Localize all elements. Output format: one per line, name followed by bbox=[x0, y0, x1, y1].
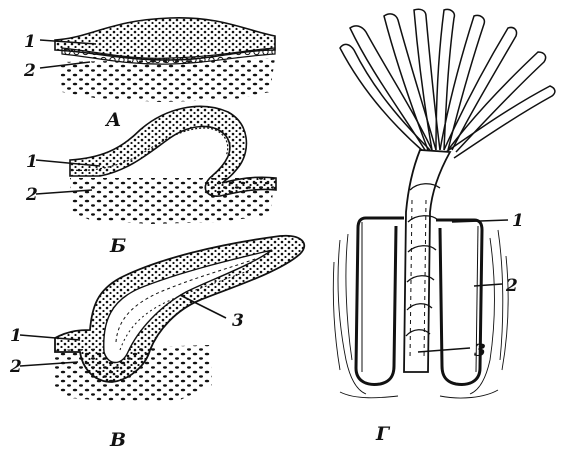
stage-g-label-1: 1 bbox=[512, 211, 524, 231]
stage-a-drawing bbox=[40, 18, 275, 102]
stage-v-label-1: 1 bbox=[10, 326, 22, 346]
stage-g-title: Г bbox=[375, 423, 391, 445]
stage-g-label-2: 2 bbox=[505, 276, 518, 296]
stage-v-label-3: 3 bbox=[232, 311, 244, 331]
stage-g-drawing bbox=[333, 9, 555, 398]
stage-v-title: В bbox=[109, 429, 126, 451]
stage-a-label-2: 2 bbox=[23, 61, 36, 81]
stage-a-title: А bbox=[104, 109, 121, 131]
stage-a-label-1: 1 bbox=[24, 32, 36, 52]
stage-g-barbs bbox=[340, 9, 555, 158]
stage-v-label-2: 2 bbox=[9, 357, 22, 377]
stage-b-label-2: 2 bbox=[25, 185, 38, 205]
stage-b-title: Б bbox=[109, 235, 126, 257]
stage-b-label-1: 1 bbox=[26, 152, 38, 172]
stage-v-drawing bbox=[20, 236, 304, 402]
stage-b-drawing bbox=[36, 106, 276, 224]
stage-g-label-3: 3 bbox=[474, 341, 486, 361]
